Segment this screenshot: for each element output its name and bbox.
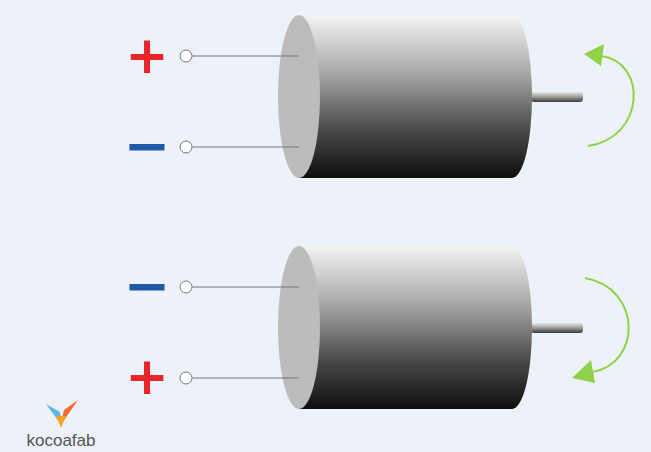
watermark: kocoafab bbox=[27, 432, 96, 449]
motor-face bbox=[278, 246, 320, 409]
logo-body bbox=[56, 416, 66, 428]
rotation-arrow bbox=[585, 278, 629, 372]
terminal bbox=[180, 50, 192, 62]
polarity-sign: + bbox=[125, 29, 169, 81]
wire bbox=[192, 287, 299, 288]
terminal bbox=[180, 141, 192, 153]
motor-shaft bbox=[531, 323, 583, 333]
motor-shaft bbox=[531, 92, 583, 102]
polarity-sign: − bbox=[124, 258, 171, 314]
rotation-arrow bbox=[588, 56, 634, 146]
motor-body bbox=[299, 246, 532, 409]
wire bbox=[192, 378, 299, 379]
wire bbox=[192, 147, 299, 148]
motor-body bbox=[299, 15, 532, 178]
terminal bbox=[180, 372, 192, 384]
motor-face bbox=[278, 15, 320, 178]
logo-icon bbox=[46, 400, 78, 428]
arrow-head bbox=[584, 44, 604, 66]
polarity-sign: − bbox=[124, 118, 171, 174]
wire bbox=[192, 56, 299, 57]
dc-motor bbox=[180, 246, 629, 409]
polarity-sign: + bbox=[125, 350, 169, 402]
dc-motor bbox=[180, 15, 634, 178]
arrow-head bbox=[572, 360, 595, 383]
terminal bbox=[180, 281, 192, 293]
